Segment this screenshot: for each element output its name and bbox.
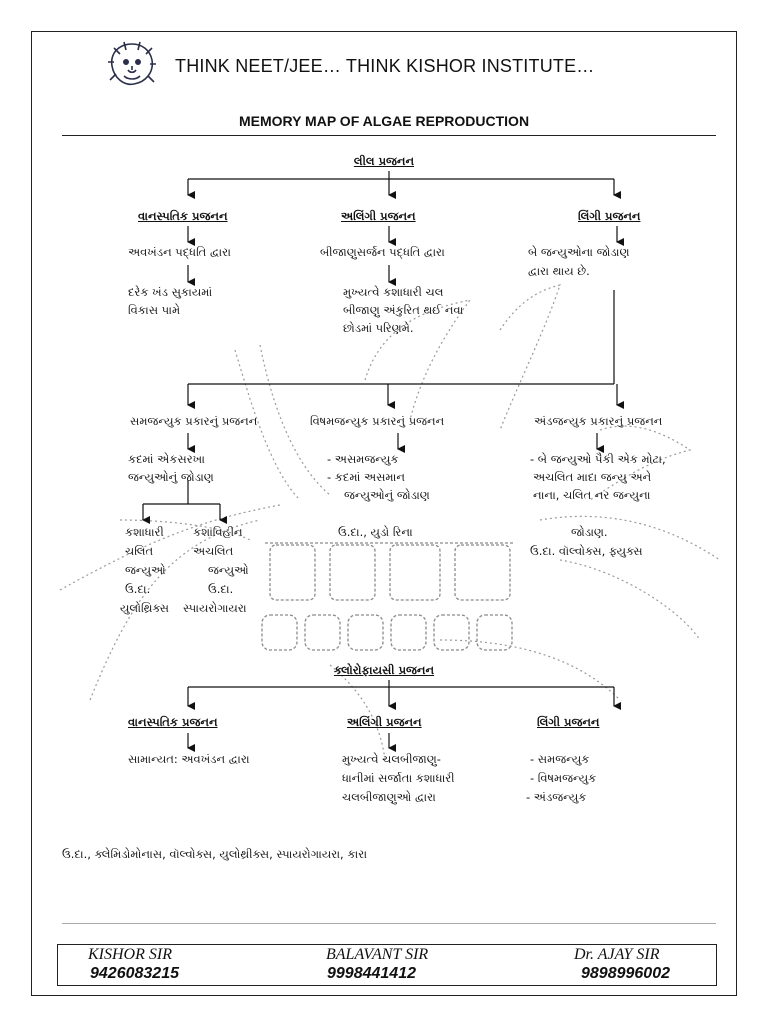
iso-title: સમજન્યુક પ્રકારનું પ્રજનન (130, 414, 258, 428)
iso-right-line1: કશાવિહીન (193, 525, 243, 539)
chloro-sex-text-line2: - વિષમજન્યુક (530, 771, 597, 785)
teacher-phone-2: 9998441412 (327, 965, 416, 982)
iso-desc-line1: કદમાં એકસરખા (128, 452, 205, 466)
oo-title: અંડજન્યુક પ્રકારનું પ્રજનન (534, 414, 663, 428)
aniso-desc-line3: જન્યુઓનું જોડાણ (344, 488, 430, 502)
chloro-sex-text-line3: - અંડજન્યુક (526, 790, 587, 804)
iso-right-line3: જન્યુઓ (208, 563, 249, 577)
chloro-veg-title: વાનસ્પતિક પ્રજનન (128, 715, 218, 729)
page-title: MEMORY MAP OF ALGAE REPRODUCTION (238, 113, 530, 129)
page-border (31, 31, 737, 996)
algae-sex-step1-line1: બે જન્યુઓના જોડાણ (528, 245, 630, 259)
algae-asex-step1: બીજાણુસર્જન પદ્ધતિ દ્વારા (320, 245, 445, 259)
algae-asex-step2-line1: મુખ્યત્વે કશાધારી ચલ (343, 285, 444, 299)
aniso-title: વિષમજન્યુક પ્રકારનું પ્રજનન (310, 414, 445, 428)
algae-veg-step2-line1: દરેક ખંડ સુકાયમાં (128, 285, 213, 299)
aniso-desc-line1: - અસમજન્યુક (327, 452, 399, 466)
aniso-desc-line2: - કદમાં અસમાન (327, 470, 405, 484)
chloro-sex-title: લિંગી પ્રજનન (537, 715, 600, 729)
teacher-name-1: KISHOR SIR (88, 946, 172, 963)
algae-veg-step2-line2: વિકાસ પામે (128, 303, 181, 317)
teacher-phone-3: 9898996002 (581, 965, 670, 982)
iso-right-line2: અચલિત (193, 544, 234, 558)
oo-desc-line4: જોડાણ. (571, 525, 608, 539)
algae-asex-title: અલિંગી પ્રજનન (341, 209, 416, 223)
algae-veg-step1: અવખંડન પદ્ધતિ દ્વારા (128, 245, 231, 259)
iso-right-line5: સ્પાયરોગાયરા (183, 601, 247, 615)
iso-left-line3: જન્યુઓ (125, 563, 166, 577)
teacher-name-3: Dr. AJAY SIR (574, 946, 660, 963)
oo-example: ઉ.દા. વૉલ્વોક્સ, ફ્યુક્સ (530, 544, 643, 558)
oo-desc-line1: - બે જન્યુઓ પૈકી એક મોટા, (530, 452, 666, 466)
algae-veg-title: વાનસ્પતિક પ્રજનન (138, 209, 228, 223)
algae-asex-step2-line2: બીજાણુ અંકુરિત થઈ નવા (343, 303, 464, 317)
aniso-example: ઉ.દા., યુડો રિના (338, 525, 413, 539)
chloro-asex-text-line1: મુખ્યત્વે ચલબીજાણુ- (342, 752, 441, 766)
chloro-veg-text: સામાન્યત: અવખંડન દ્વારા (128, 752, 250, 766)
algae-sex-title: લિંગી પ્રજનન (578, 209, 641, 223)
algae-sex-step1-line2: દ્વારા થાય છે. (528, 264, 590, 278)
chloro-asex-text-line3: ચલબીજાણુઓ દ્વારા (342, 790, 436, 804)
algae-root: લીલ પ્રજનન (353, 154, 415, 168)
teacher-phone-1: 9426083215 (90, 965, 179, 982)
chloro-sex-text-line1: - સમજન્યુક (530, 752, 590, 766)
iso-right-line4: ઉ.દા. (208, 582, 234, 596)
iso-left-line1: કશાધારી (125, 525, 164, 539)
oo-desc-line3: નાના, ચલિત નર જન્યુના (533, 488, 651, 502)
iso-left-line4: ઉ.દા. (125, 582, 151, 596)
footer-divider (62, 923, 716, 924)
teacher-name-2: BALAVANT SIR (326, 946, 429, 963)
oo-desc-line2: અચલિત માદા જન્યુ અને (533, 470, 652, 484)
iso-desc-line2: જન્યુઓનું જોડાણ (128, 470, 214, 484)
iso-left-line2: ચલિત (125, 544, 154, 558)
chloro-examples: ઉ.દા., ક્લેમિડોમોનાસ, વૉલ્વોક્સ, યુલોથ્ર… (62, 847, 368, 861)
chloro-root: ક્લોરોફાયસી પ્રજનન (333, 663, 435, 677)
algae-asex-step2-line3: છોડમાં પરિણમે. (343, 321, 414, 335)
title-divider (62, 135, 716, 136)
institute-banner: THINK NEET/JEE… THINK KISHOR INSTITUTE… (175, 56, 595, 76)
chloro-asex-text-line2: ધાનીમાં સર્જાતા કશાધારી (342, 771, 455, 785)
lion-head-logo-icon (108, 41, 156, 86)
iso-left-line5: યુલોથ્રિક્સ (120, 601, 169, 615)
chloro-asex-title: અલિંગી પ્રજનન (347, 715, 422, 729)
footer-contacts (57, 944, 717, 986)
